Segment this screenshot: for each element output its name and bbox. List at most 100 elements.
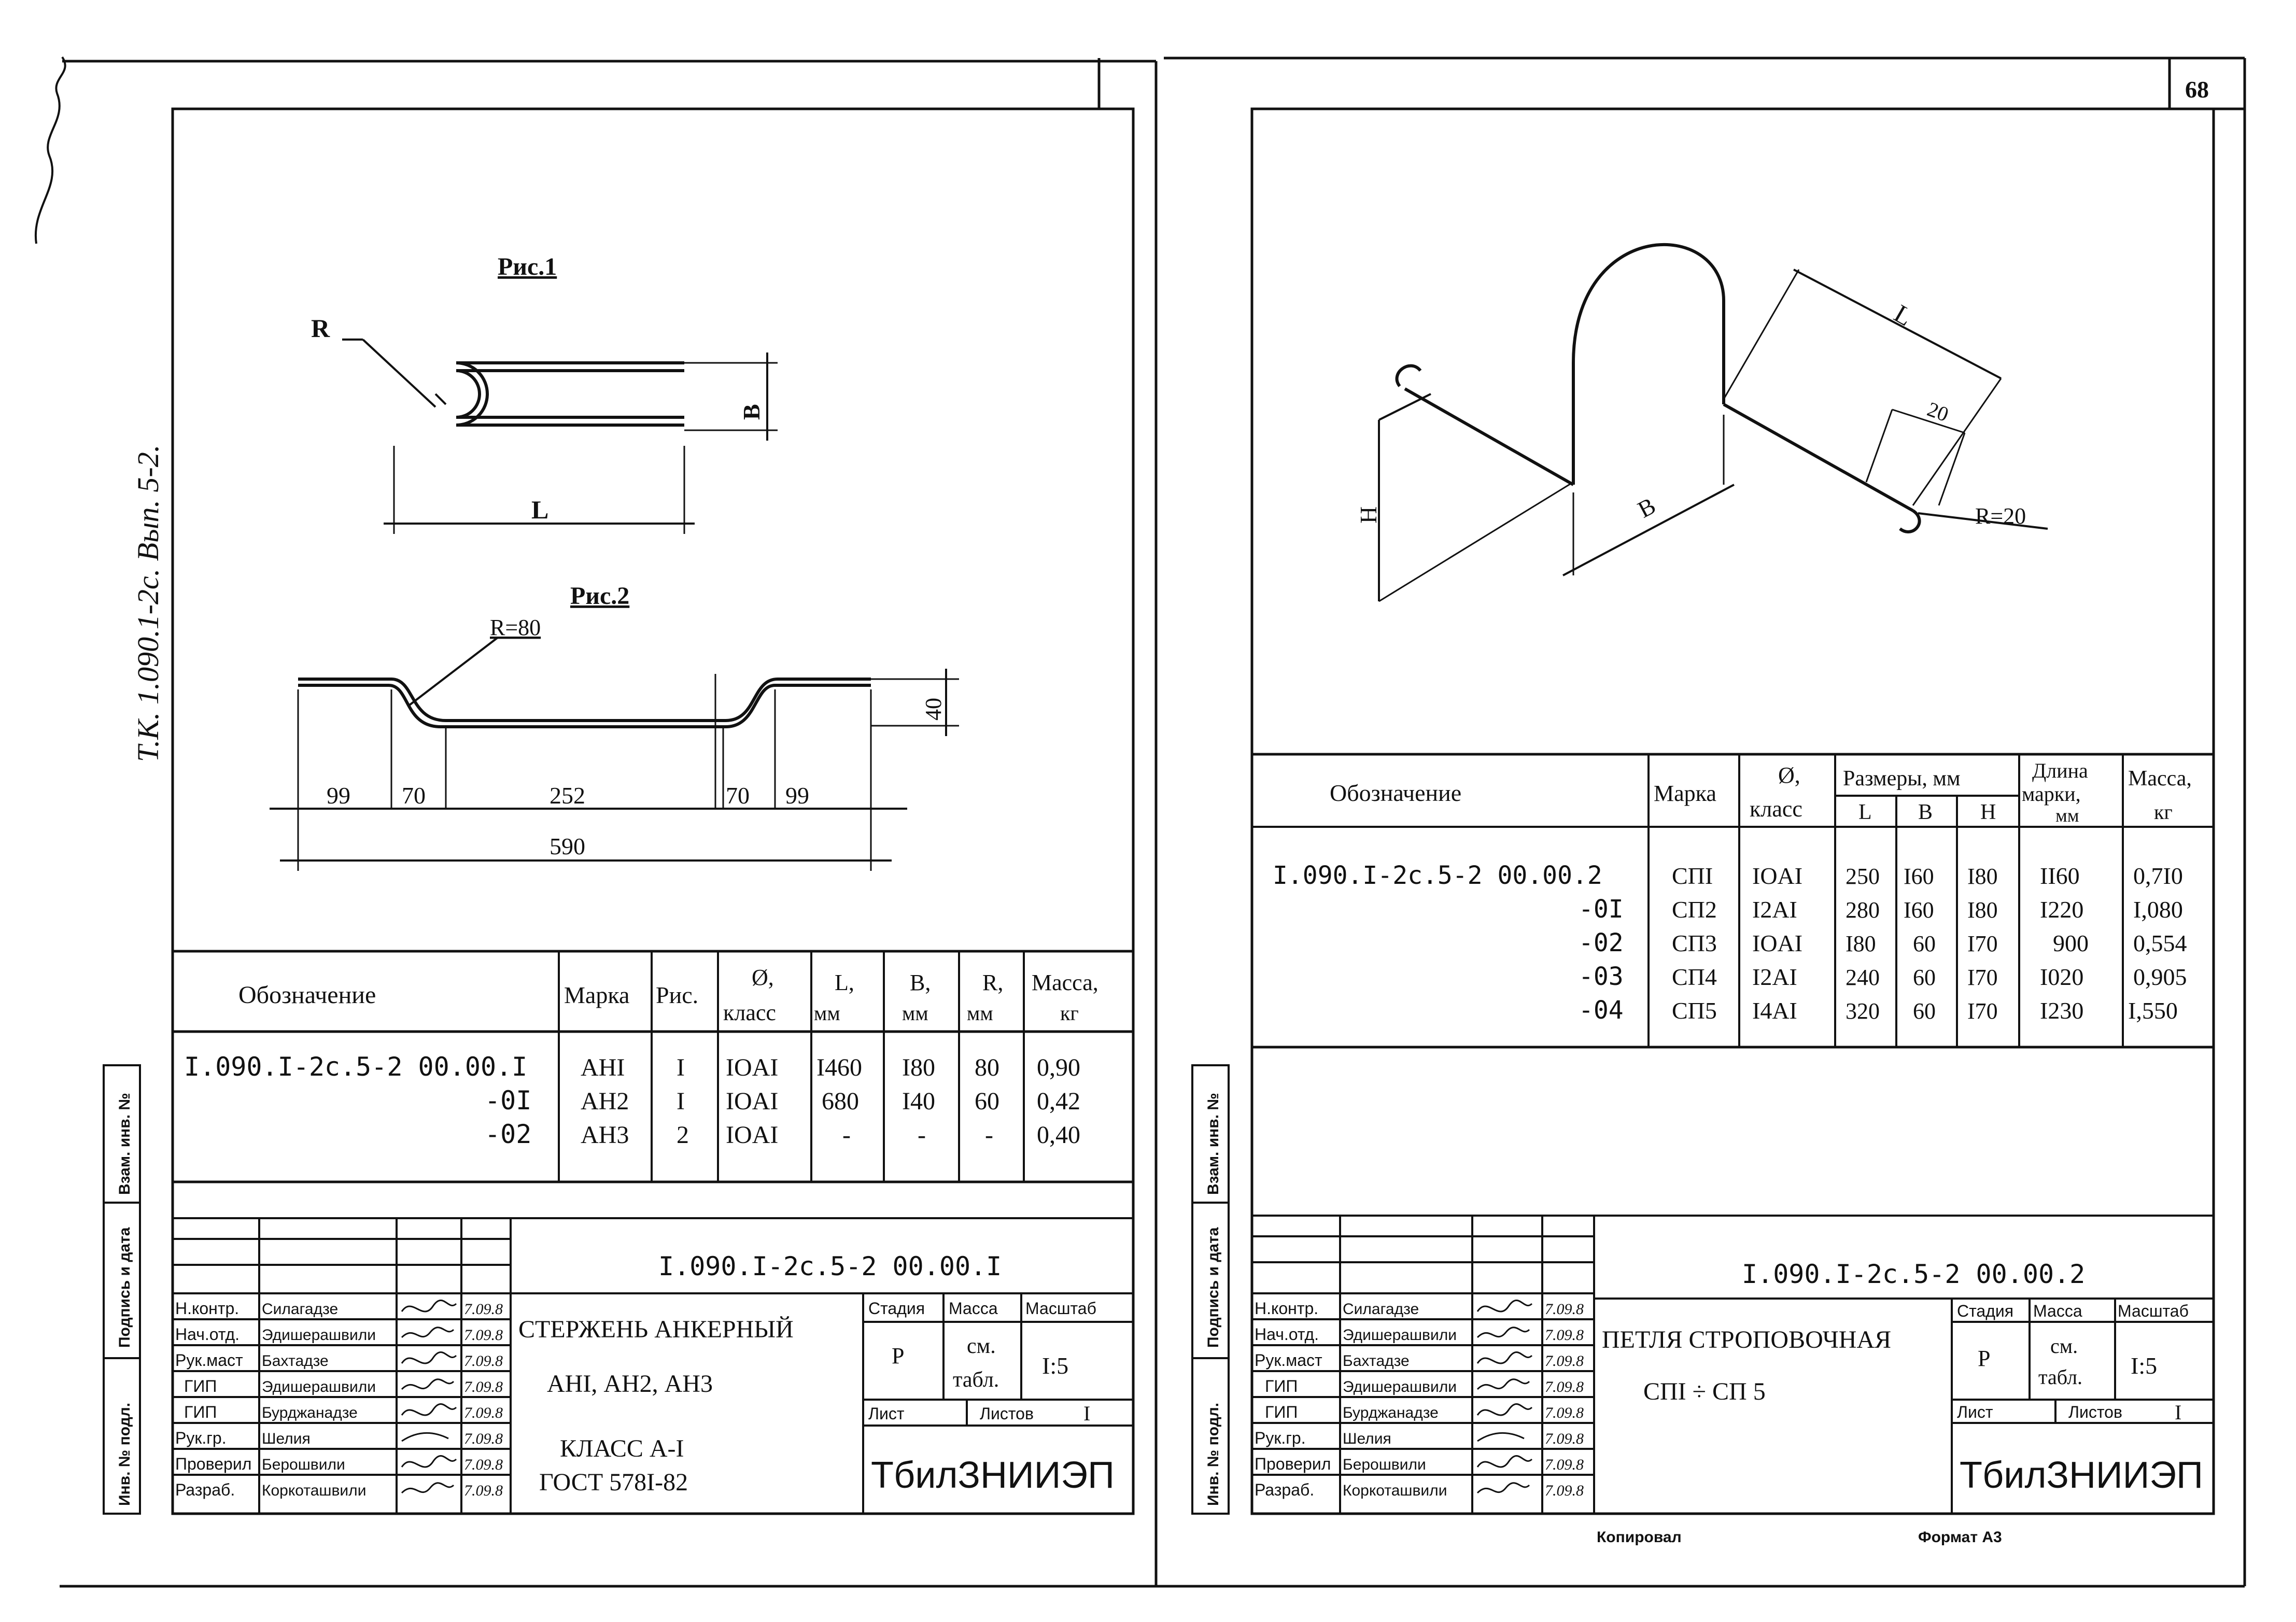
table-row-b: I60 [1904,897,1934,923]
table-row-mass: 0,554 [2133,930,2187,956]
table-row-r: - [985,1121,993,1149]
lt-h-marka: Марка [564,982,629,1008]
rt-h-oboz: Обозначение [1330,780,1461,806]
rt-h-marka: Марка [1654,781,1716,806]
table-row-l: I80 [1846,931,1876,956]
signer-name: Эдишерашвили [1343,1327,1457,1344]
table-row-oboz: -02 [485,1119,531,1149]
table-row-marka: СП4 [1672,964,1717,990]
table-row-b: I40 [902,1088,935,1115]
fig2-label-h: 40 [921,698,946,721]
stamp-title-3: КЛАСС А-I [560,1435,684,1462]
signer-name: Бурджанадзе [1343,1404,1439,1421]
right-margin-strip [1191,1064,1230,1515]
signer-date: 7.09.8 [1545,1430,1584,1447]
signer-role: Рук.гр. [175,1429,227,1447]
stamp-h-stage: Стадия [868,1299,925,1318]
stamp-mass-1: см. [967,1334,996,1358]
table-row-oboz: -0I [1579,895,1624,924]
side-note: Т.К. 1.090.1-2с. Вып. 5-2. [131,445,165,762]
stamp-mass-2: табл. [953,1368,999,1392]
stamp-h-mass: Масса [949,1299,998,1318]
right-table-grid [1252,754,2214,1047]
loop-label-h: H [1355,506,1382,524]
footer-format: Формат А3 [1918,1529,2002,1546]
table-row-oboz: I.090.I-2с.5-2 00.00.I [184,1052,527,1082]
table-row-marka: СП2 [1672,896,1717,923]
rt-h-m1: Масса, [2128,767,2192,791]
stamp-sheets: Листов [980,1404,1034,1423]
signer-date: 7.09.8 [464,1352,503,1370]
stamp-scale: I:5 [2131,1352,2157,1379]
table-row-dia: IOAI [726,1054,778,1081]
rt-h-dia1: Ø, [1778,763,1800,788]
fig2-title: Рис.2 [570,582,629,610]
right-stamp-grid [1251,1215,2215,1515]
table-row-r: 80 [975,1054,999,1081]
table-row-l: 320 [1846,998,1880,1024]
left-signatures [401,1300,457,1494]
rt-h-m2: кг [2154,800,2173,824]
lt-h-ris: Рис. [656,982,698,1008]
table-row-h: I80 [1967,864,1998,889]
left-table-grid [558,951,1025,1182]
lt-h-b2: мм [902,1002,928,1025]
lt-h-m1: Масса, [1032,970,1098,995]
lt-h-r1: R, [982,970,1003,995]
signer-role: Рук.гр. [1255,1429,1306,1447]
table-row-marka: СП5 [1672,997,1717,1024]
table-row-len: I220 [2040,896,2083,923]
signer-date: 7.09.8 [464,1404,503,1421]
signer-date: 7.09.8 [464,1327,503,1344]
signer-role: Проверил [175,1455,251,1473]
signer-name: Берошвили [1343,1456,1426,1473]
table-row-marka: АН3 [581,1121,629,1149]
margin-label-inv: Инв. № подл. [116,1403,133,1506]
table-row-len: 900 [2053,930,2089,956]
left-stamp-grid [172,1217,1134,1515]
fig2-dim-total: 590 [550,833,585,859]
lt-h-oboz: Обозначение [238,981,376,1009]
table-row-mass: 0,90 [1037,1054,1080,1081]
signer-role: Рук.маст [1255,1351,1322,1370]
rt-h-len1: Длина [2032,759,2088,782]
rt-h-dia2: класс [1750,796,1802,822]
table-row-b: - [918,1121,926,1149]
signer-role: ГИП [1265,1377,1298,1395]
fig1-drawing [342,338,778,534]
signer-name: Бахтадзе [262,1352,329,1370]
stamp-code: I.090.I-2с.5-2 00.00.2 [1742,1259,2085,1289]
table-row-dia: IOAI [1752,863,1802,889]
signer-name: Эдишерашвили [1343,1378,1457,1395]
signer-role: Н.контр. [175,1299,239,1318]
signer-role: Разраб. [1255,1480,1314,1499]
table-row-marka: СП3 [1672,930,1717,956]
margin-label-inv: Инв. № подл. [1205,1403,1222,1506]
table-row-l: 240 [1846,965,1880,990]
table-row-dia: IOAI [726,1088,778,1115]
signer-role: Н.контр. [1255,1299,1318,1318]
table-row-mass: I,550 [2128,997,2178,1024]
stamp-stage: Р [1978,1346,1990,1371]
stamp-title-4: ГОСТ 578I-82 [539,1469,688,1496]
fig2-dim-3: 252 [550,782,585,809]
loop-label-b: B [1633,492,1660,523]
stamp-h-stage: Стадия [1957,1302,2013,1320]
signer-name: Силагадзе [1343,1301,1419,1318]
signer-name: Коркоташвили [262,1482,366,1499]
lt-h-m2: кг [1060,1002,1079,1025]
signer-date: 7.09.8 [464,1482,503,1499]
stamp-h-scale: Масштаб [2118,1302,2189,1320]
table-row-mass: I,080 [2133,896,2183,923]
table-row-h: I70 [1967,931,1998,956]
table-row-r: 60 [975,1088,999,1115]
table-row-len: I020 [2040,964,2083,990]
fig2-dim-5: 99 [785,782,809,809]
stamp-sheets-val: I [1083,1402,1090,1425]
footer-copied: Копировал [1597,1529,1682,1546]
fig2-dim-2: 70 [402,782,426,809]
margin-label-sign: Подпись и дата [1205,1227,1222,1348]
signer-date: 7.09.8 [1545,1378,1584,1395]
fig1-label-r: R [311,314,330,343]
